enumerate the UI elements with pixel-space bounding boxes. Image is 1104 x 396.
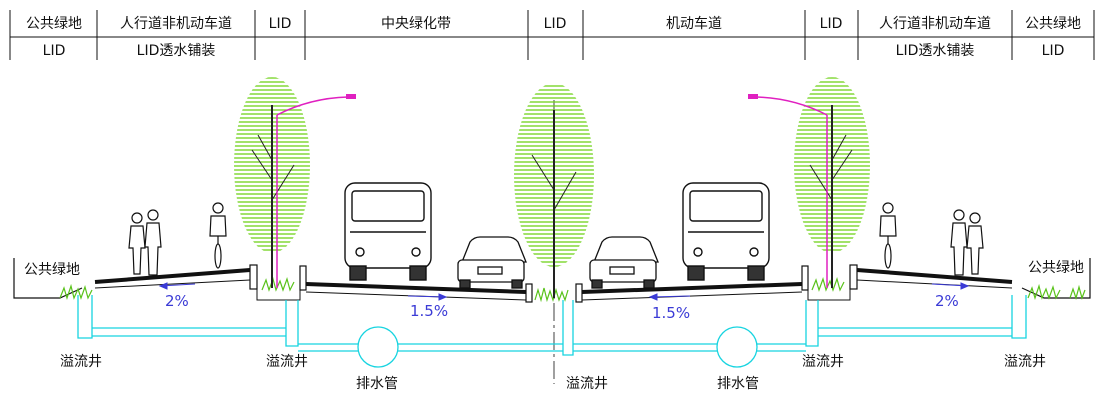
header-top-0: 公共绿地 — [26, 16, 82, 32]
bus-icon — [682, 182, 770, 281]
car-icon — [589, 236, 659, 289]
tree-icon — [794, 77, 870, 288]
slope-arrows — [158, 282, 970, 301]
cyclist-icon — [879, 202, 897, 269]
cyclist-icon — [209, 202, 227, 269]
drain-pipe-label: 排水管 — [717, 376, 759, 392]
right-green-label: 公共绿地 — [1028, 260, 1084, 276]
header-sub-2: LID透水铺装 — [896, 43, 975, 59]
right-road-slope: 1.5% — [652, 304, 690, 322]
car-icon — [457, 236, 527, 289]
header-sub-3: LID — [1042, 43, 1065, 59]
header-top-4: LID — [544, 16, 567, 32]
header-top-3: 中央绿化带 — [381, 16, 451, 32]
header-top-5: 机动车道 — [666, 15, 722, 32]
header-sub-1: LID透水铺装 — [137, 43, 216, 59]
left-sidewalk-slope: 2% — [165, 292, 189, 310]
street-lamp-icon — [276, 94, 356, 288]
overflow-well-label: 溢流井 — [266, 354, 308, 370]
right-sidewalk-slope: 2% — [935, 292, 959, 310]
overflow-well-label: 溢流井 — [566, 376, 608, 392]
drainage-network — [77, 295, 1027, 368]
header-top-8: 公共绿地 — [1025, 16, 1081, 32]
overflow-well-label: 溢流井 — [1004, 354, 1046, 370]
header-top-2: LID — [269, 16, 292, 32]
header-top-6: LID — [820, 16, 843, 32]
grass — [59, 277, 1086, 303]
header-top-1: 人行道非机动车道 — [120, 15, 232, 32]
header-sub-0: LID — [43, 43, 66, 59]
overflow-well-label: 溢流井 — [60, 354, 102, 370]
ground-profile — [13, 100, 1091, 384]
header-top-7: 人行道非机动车道 — [879, 15, 991, 32]
pedestrian-icon — [950, 209, 984, 276]
header-dimension-line — [9, 10, 1095, 60]
left-road-slope: 1.5% — [410, 302, 448, 320]
tree-icon — [234, 77, 310, 288]
street-lamp-icon — [748, 94, 828, 288]
drain-pipe-label: 排水管 — [356, 376, 398, 392]
bus-icon — [344, 182, 432, 281]
tree-icon — [514, 83, 594, 298]
left-green-label: 公共绿地 — [24, 262, 80, 278]
pedestrian-icon — [128, 209, 162, 276]
overflow-well-label: 溢流井 — [802, 354, 844, 370]
header-labels: 公共绿地 人行道非机动车道 LID 中央绿化带 LID 机动车道 LID 人行道… — [26, 15, 1081, 59]
